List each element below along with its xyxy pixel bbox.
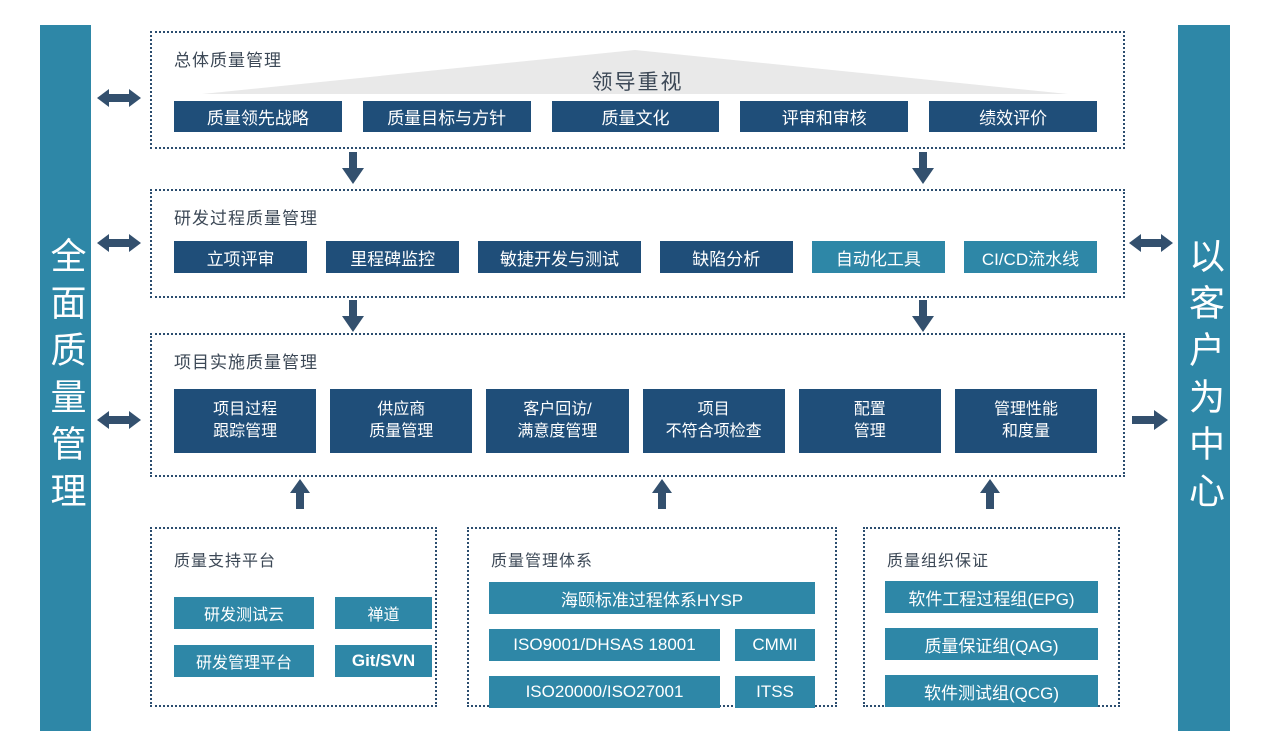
box-supplier-quality: 供应商 质量管理	[330, 389, 473, 453]
box-git-svn: Git/SVN	[335, 645, 432, 677]
section-title-project-implementation: 项目实施质量管理	[174, 353, 318, 372]
box-cicd-pipeline: CI/CD流水线	[963, 241, 1098, 273]
box-epg-group: 软件工程过程组(EPG)	[885, 581, 1098, 613]
leadership-banner-label: 领导重视	[591, 71, 684, 94]
box-performance-measurement: 管理性能 和度量	[954, 389, 1098, 453]
section-title-overall-quality: 总体质量管理	[174, 51, 282, 70]
box-agile-dev-testing: 敏捷开发与测试	[478, 241, 641, 273]
box-configuration-management: 配置 管理	[798, 389, 941, 453]
title-quality-management-system: 质量管理体系	[491, 553, 594, 570]
right-arrow-icon	[1132, 410, 1168, 430]
box-quality-leading-strategy: 质量领先战略	[174, 101, 342, 132]
section-rd-process-quality: 研发过程质量管理 立项评审 里程碑监控 敏捷开发与测试 缺陷分析 自动化工具 C…	[150, 189, 1125, 298]
section-title-rd-process: 研发过程质量管理	[174, 209, 318, 228]
box-customer-visit-satisfaction: 客户回访/ 满意度管理	[486, 389, 629, 453]
leadership-triangle-shape	[202, 50, 1068, 94]
right-bar-label: 以客户为中心	[1184, 237, 1225, 519]
box-qag-group: 质量保证组(QAG)	[885, 628, 1098, 660]
up-arrow-icon	[979, 479, 1001, 509]
box-milestone-monitoring: 里程碑监控	[326, 241, 460, 273]
down-arrow-icon	[341, 300, 365, 332]
quality-support-grid: 研发测试云 禅道 研发管理平台 Git/SVN	[174, 597, 432, 677]
box-rd-management-platform: 研发管理平台	[174, 645, 314, 677]
double-arrow-icon	[97, 87, 141, 109]
box-hysp-standard-process: 海颐标准过程体系HYSP	[489, 582, 815, 614]
box-iso20000-iso27001: ISO20000/ISO27001	[489, 676, 720, 708]
double-arrow-icon	[97, 409, 141, 431]
quality-organization-list: 软件工程过程组(EPG) 质量保证组(QAG) 软件测试组(QCG)	[885, 581, 1098, 707]
box-quality-culture: 质量文化	[551, 101, 720, 132]
box-qcg-group: 软件测试组(QCG)	[885, 675, 1098, 707]
box-iso9001-dhsas: ISO9001/DHSAS 18001	[489, 629, 720, 661]
title-quality-organization: 质量组织保证	[887, 553, 990, 570]
left-bar-label: 全面质量管理	[45, 237, 87, 519]
quality-system-grid: ISO9001/DHSAS 18001 CMMI ISO20000/ISO270…	[489, 629, 815, 708]
up-arrow-icon	[651, 479, 673, 509]
section-overall-quality: 总体质量管理 领导重视 质量领先战略 质量目标与方针 质量文化 评审和审核 绩效…	[150, 31, 1125, 149]
box-cmmi: CMMI	[735, 629, 815, 661]
box-rd-test-cloud: 研发测试云	[174, 597, 314, 629]
down-arrow-icon	[911, 152, 935, 184]
overall-quality-button-row: 质量领先战略 质量目标与方针 质量文化 评审和审核 绩效评价	[174, 101, 1097, 132]
box-zentao: 禅道	[335, 597, 432, 629]
box-quality-support-platform: 质量支持平台 研发测试云 禅道 研发管理平台 Git/SVN	[150, 527, 437, 707]
box-defect-analysis: 缺陷分析	[659, 241, 793, 273]
box-itss: ITSS	[735, 676, 815, 708]
box-quality-organization: 质量组织保证 软件工程过程组(EPG) 质量保证组(QAG) 软件测试组(QCG…	[863, 527, 1120, 707]
title-quality-support-platform: 质量支持平台	[174, 553, 277, 570]
double-arrow-icon	[97, 232, 141, 254]
box-project-approval-review: 立项评审	[174, 241, 308, 273]
box-performance-evaluation: 绩效评价	[929, 101, 1097, 132]
box-review-audit: 评审和审核	[740, 101, 909, 132]
up-arrow-icon	[289, 479, 311, 509]
box-project-process-tracking: 项目过程 跟踪管理	[174, 389, 317, 453]
project-implementation-button-row: 项目过程 跟踪管理 供应商 质量管理 客户回访/ 满意度管理 项目 不符合项检查…	[174, 389, 1098, 453]
down-arrow-icon	[341, 152, 365, 184]
left-bar-total-quality: 全面质量管理	[40, 25, 91, 731]
double-arrow-icon	[1129, 232, 1173, 254]
box-quality-goals-policy: 质量目标与方针	[362, 101, 531, 132]
box-nonconformance-check: 项目 不符合项检查	[642, 389, 785, 453]
right-bar-customer-centric: 以客户为中心	[1178, 25, 1230, 731]
box-quality-management-system: 质量管理体系 海颐标准过程体系HYSP ISO9001/DHSAS 18001 …	[467, 527, 837, 708]
down-arrow-icon	[911, 300, 935, 332]
section-project-implementation-quality: 项目实施质量管理 项目过程 跟踪管理 供应商 质量管理 客户回访/ 满意度管理 …	[150, 333, 1125, 477]
box-automation-tools: 自动化工具	[811, 241, 945, 273]
rd-process-button-row: 立项评审 里程碑监控 敏捷开发与测试 缺陷分析 自动化工具 CI/CD流水线	[174, 241, 1098, 273]
